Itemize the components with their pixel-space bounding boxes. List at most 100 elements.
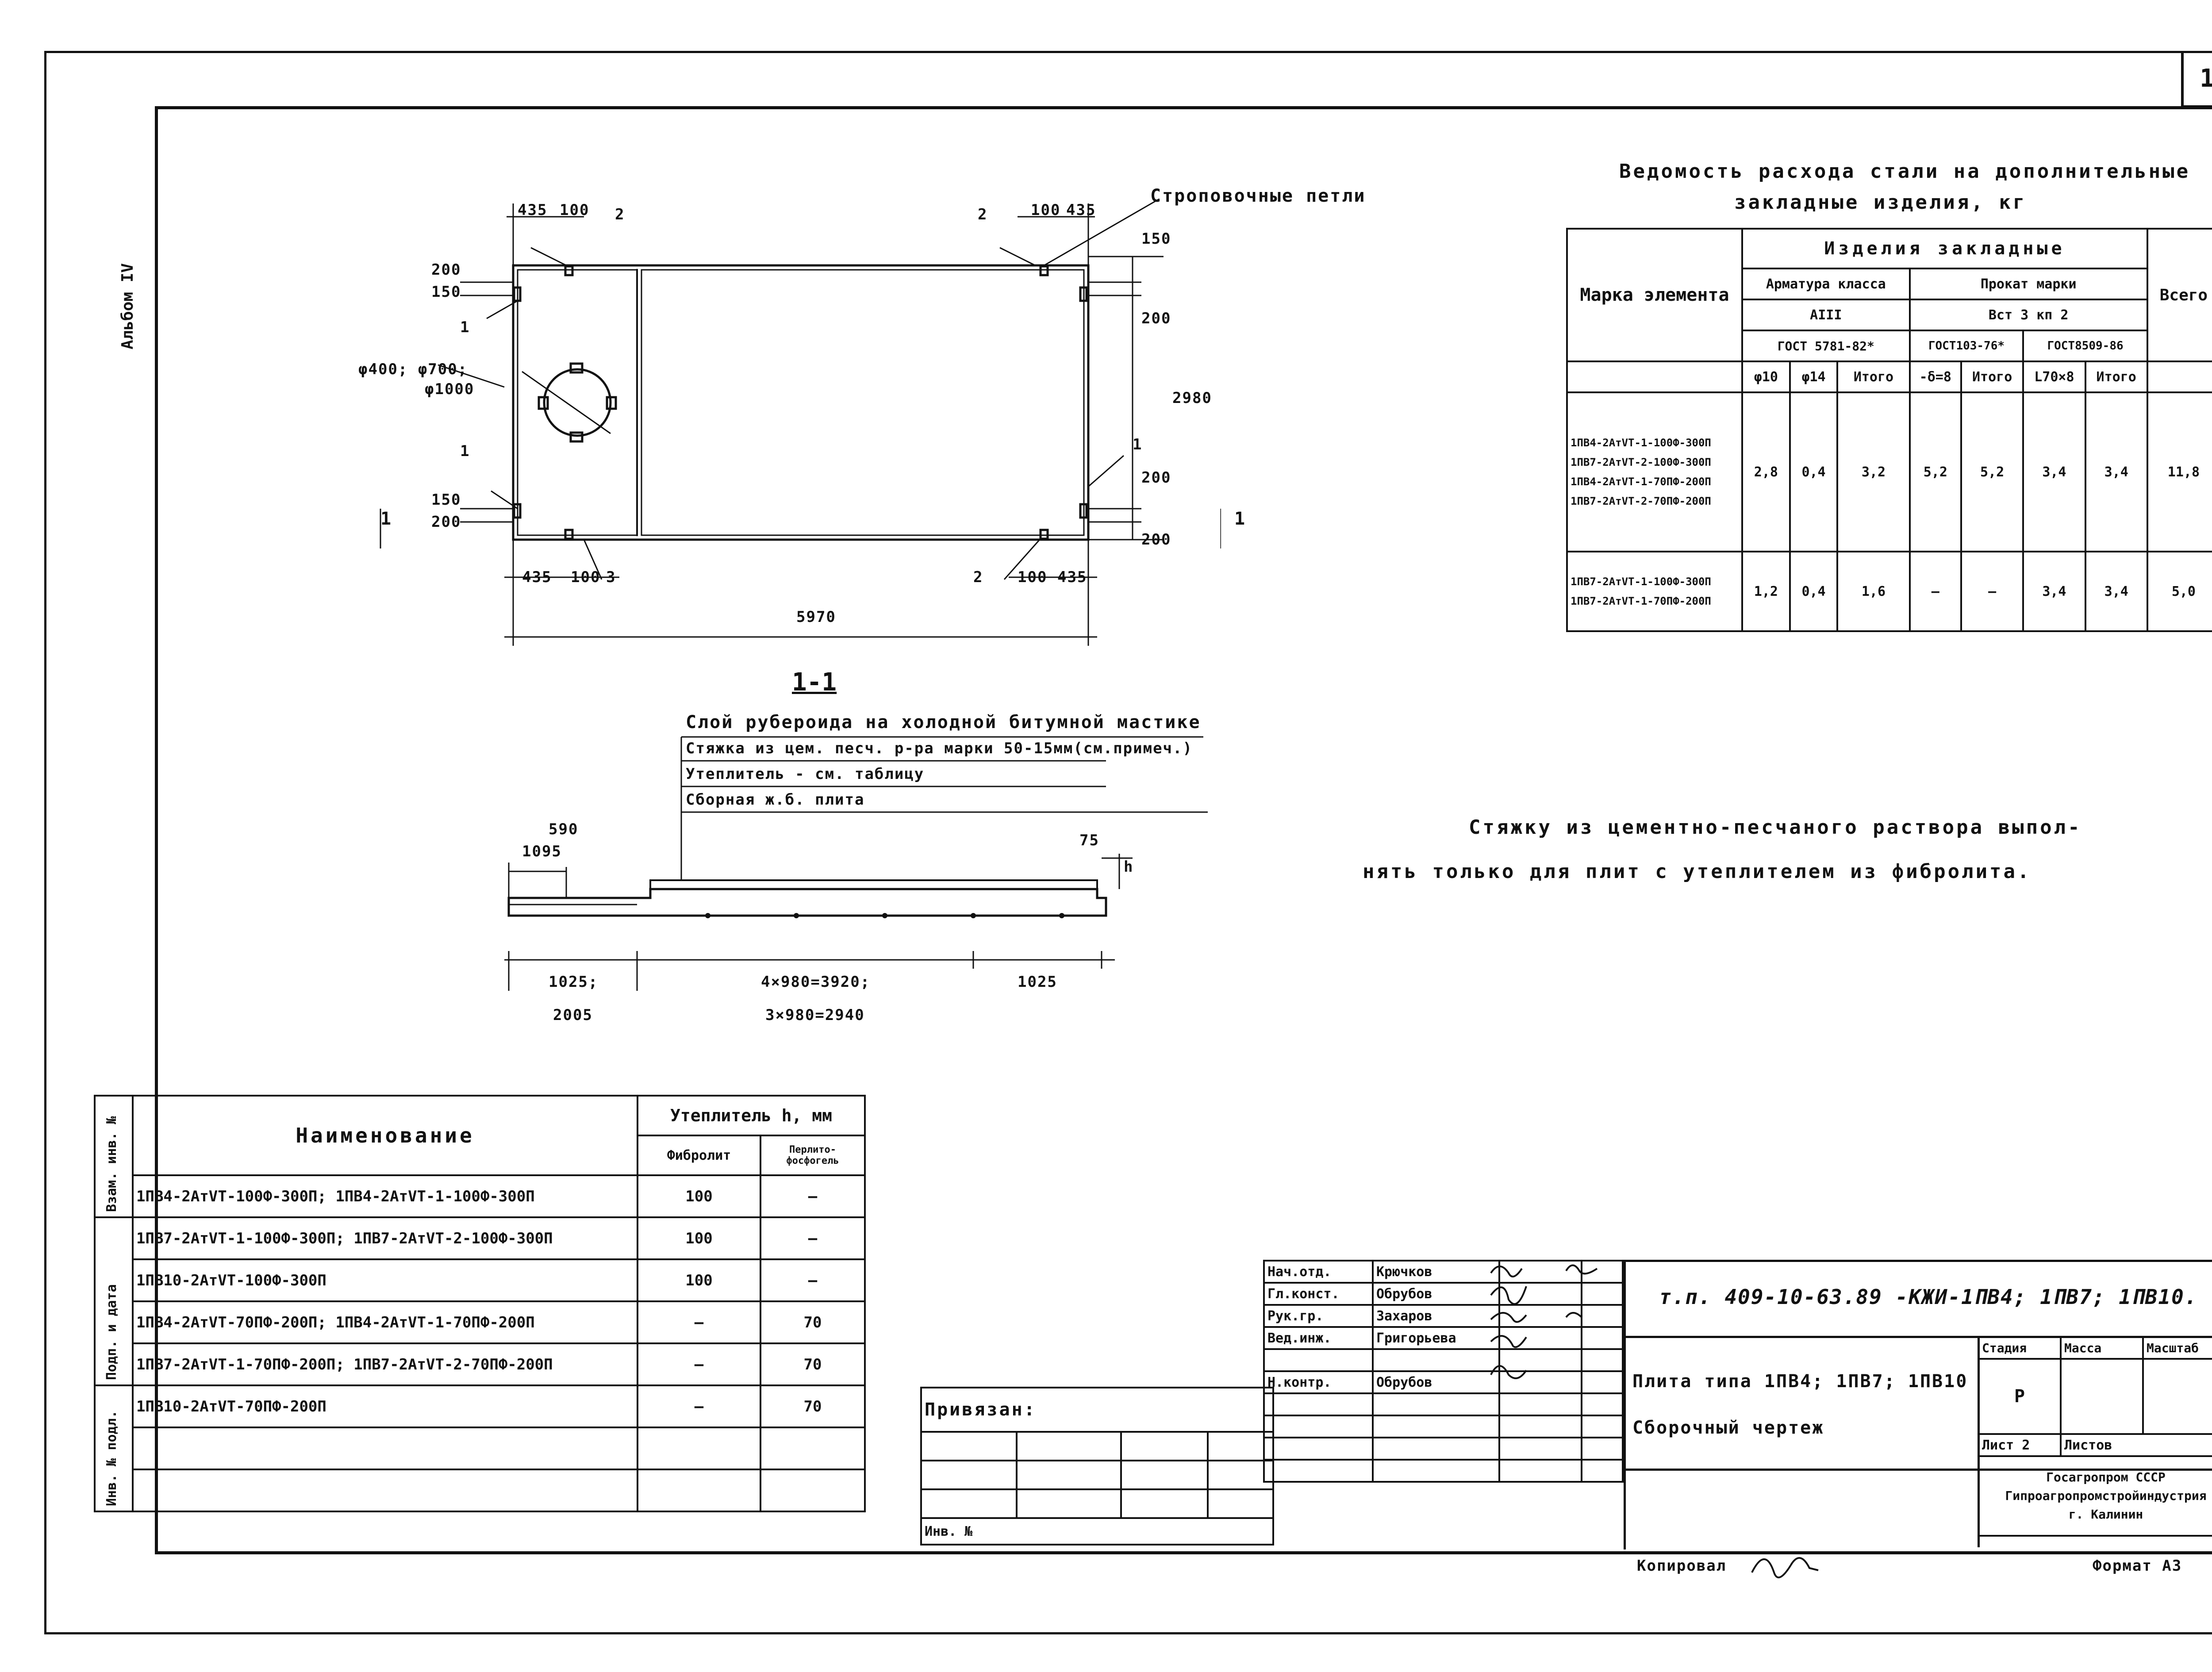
hole-circle	[543, 368, 612, 437]
staff-row	[1263, 1348, 1624, 1372]
dim-1095: 1095	[522, 843, 562, 860]
cell: —	[760, 1258, 866, 1302]
dim-100-bl: 100	[571, 568, 601, 586]
format-label: Формат А3	[2093, 1557, 2182, 1575]
steel-h-mark: Марка элемента	[1566, 228, 1743, 362]
cell: —	[760, 1174, 866, 1218]
table-row: 1ПВ4-2АтVT-70ПФ-200П; 1ПВ4-2АтVT-1-70ПФ-…	[95, 1300, 866, 1344]
plate-outline	[512, 264, 1090, 541]
steel-h-a3: АIII	[1741, 299, 1911, 331]
cell: 1,6	[1836, 551, 1911, 632]
dim-150: 150	[1141, 230, 1171, 248]
dim-435-bl: 435	[522, 568, 552, 586]
steel-h-angle: L70×8	[2022, 360, 2086, 393]
cell: 1ПВ7-2АтVT-1-70ПФ-200П; 1ПВ7-2АтVT-2-70П…	[132, 1342, 638, 1386]
side-label-inv: Инв. № подл.	[94, 1384, 134, 1512]
cell: 3,4	[2084, 551, 2148, 632]
cell: —	[760, 1216, 866, 1260]
steel-h-d10: φ10	[1741, 360, 1791, 393]
drawing-type: Сборочный чертеж	[1632, 1418, 1824, 1438]
cell: 2,8	[1741, 391, 1791, 552]
sheet-no: Лист 2	[1978, 1433, 2062, 1457]
steel-title-1: Ведомость расхода стали на дополнительны…	[1619, 160, 2191, 183]
note-line-2: нять только для плит с утеплителем из фи…	[1363, 860, 2032, 883]
steel-h-rolled: Прокат марки	[1909, 268, 2148, 300]
cell: 1ПВ4-2АтVT-100Ф-300П; 1ПВ4-2АтVT-1-100Ф-…	[132, 1174, 638, 1218]
table-row: 1ПВ4-2АтVT-100Ф-300П; 1ПВ4-2АтVT-1-100Ф-…	[95, 1174, 866, 1218]
cell: 5,0	[2146, 551, 2212, 632]
dim-200-right-a: 200	[1141, 310, 1171, 327]
section-title: 1-1	[792, 668, 837, 697]
album-label: Альбом IV	[119, 263, 137, 349]
steel-h-total: Всего	[2146, 228, 2212, 362]
dim-1025-left: 1025;	[549, 973, 599, 991]
tb-divider-1	[1624, 1336, 2212, 1338]
steel-h-vst: Вст 3 кп 2	[1909, 299, 2148, 331]
table-row: Инв. № подл. 1ПВ10-2АтVT-70ПФ-200П — 70	[94, 1384, 866, 1512]
sling-loops-label: Строповочные петли	[1150, 186, 1366, 206]
staff-row: Н.контр.Обрубов	[1263, 1370, 1624, 1394]
h-scale: Масштаб	[2142, 1336, 2212, 1360]
insulation-table: Взам. инв. № Наименование Утеплитель h, …	[94, 1095, 866, 1512]
steel-h-products: Изделия закладные	[1741, 228, 2148, 269]
dim-h: h	[1124, 858, 1134, 876]
cell: 0,4	[1789, 391, 1839, 552]
dim-435-left-top: 435	[518, 201, 548, 219]
steel-h-rebar: Арматура класса	[1741, 268, 1911, 300]
ins-h-name: Наименование	[132, 1095, 638, 1176]
layer-screed: Стяжка из цем. песч. р-ра марки 50-15мм(…	[686, 740, 1193, 757]
inv-no: Инв. №	[920, 1517, 1274, 1545]
dim-mid-b: 3×980=2940	[765, 1006, 865, 1024]
cell: 11,8	[2146, 391, 2212, 552]
cell: 1ПВ4-2АтVT-70ПФ-200П; 1ПВ4-2АтVT-1-70ПФ-…	[132, 1300, 638, 1344]
layer-insulation: Утеплитель - см. таблицу	[686, 765, 925, 783]
hole-label-1: φ400; φ700;	[358, 360, 468, 378]
steel-h-d14: φ14	[1789, 360, 1839, 393]
staff-table: Нач.отд.Крючков Гл.конст.Обрубов Рук.гр.…	[1263, 1260, 1624, 1483]
cell: 3,2	[1836, 391, 1911, 552]
note-line-1: Стяжку из цементно-песчаного раствора вы…	[1469, 816, 2082, 839]
stage-value: Р	[1978, 1358, 2062, 1435]
ins-h-fibro: Фибролит	[637, 1135, 761, 1176]
steel-h-gost2: ГОСТ103-76*	[1909, 330, 2024, 362]
cell: 3,4	[2022, 551, 2086, 632]
page-number: 19	[2181, 52, 2212, 108]
layer-slab: Сборная ж.б. плита	[686, 791, 865, 809]
cell: 70	[760, 1342, 866, 1386]
stage-table: Стадия Масса Масштаб Р Лист 2 Листов Гос…	[1978, 1336, 2212, 1537]
marker-1a: 1	[460, 318, 470, 336]
layer-roofing: Слой рубероида на холодной битумной маст…	[686, 712, 1201, 732]
title-block	[1624, 1260, 2212, 1549]
dim-435-right-top: 435	[1066, 201, 1096, 219]
staff-row: Гл.конст.Обрубов	[1263, 1282, 1624, 1306]
cell: 100	[637, 1174, 761, 1218]
dim-100-left-top: 100	[560, 201, 590, 219]
sheets-total: Листов	[2060, 1433, 2212, 1457]
drawing-frame	[155, 106, 2212, 1554]
dim-150-left-b: 150	[431, 491, 461, 509]
hole-label-2: φ1000	[425, 380, 475, 398]
ins-h-insul: Утеплитель h, мм	[637, 1095, 866, 1136]
dim-200-right-c: 200	[1141, 531, 1171, 548]
marker-3: 3	[606, 568, 616, 586]
dim-1025-right: 1025	[1018, 973, 1057, 991]
dim-2980: 2980	[1172, 389, 1212, 407]
cell: 3,4	[2084, 391, 2148, 552]
tb-divider-2	[1624, 1469, 2212, 1471]
table-row: 1ПВ7-2АтVT-1-70ПФ-200П; 1ПВ7-2АтVT-2-70П…	[95, 1342, 866, 1386]
dim-100-right-top: 100	[1031, 201, 1061, 219]
steel-h-itogo1: Итого	[1836, 360, 1911, 393]
h-mass: Масса	[2060, 1336, 2144, 1360]
table-row: 1ПВ10-2АтVT-100Ф-300П 100 —	[95, 1258, 866, 1302]
steel-table: Марка элемента Изделия закладные Всего А…	[1566, 228, 2212, 632]
cell: 70	[760, 1384, 866, 1428]
steel-h-itogo3: Итого	[2084, 360, 2148, 393]
copier-signature	[1751, 1557, 1819, 1579]
dim-150-left-a: 150	[431, 283, 461, 301]
section-mark-left: 1	[380, 509, 393, 529]
drawing-code: т.п. 409-10-63.89 -КЖИ-1ПВ4; 1ПВ7; 1ПВ10…	[1659, 1285, 2212, 1309]
